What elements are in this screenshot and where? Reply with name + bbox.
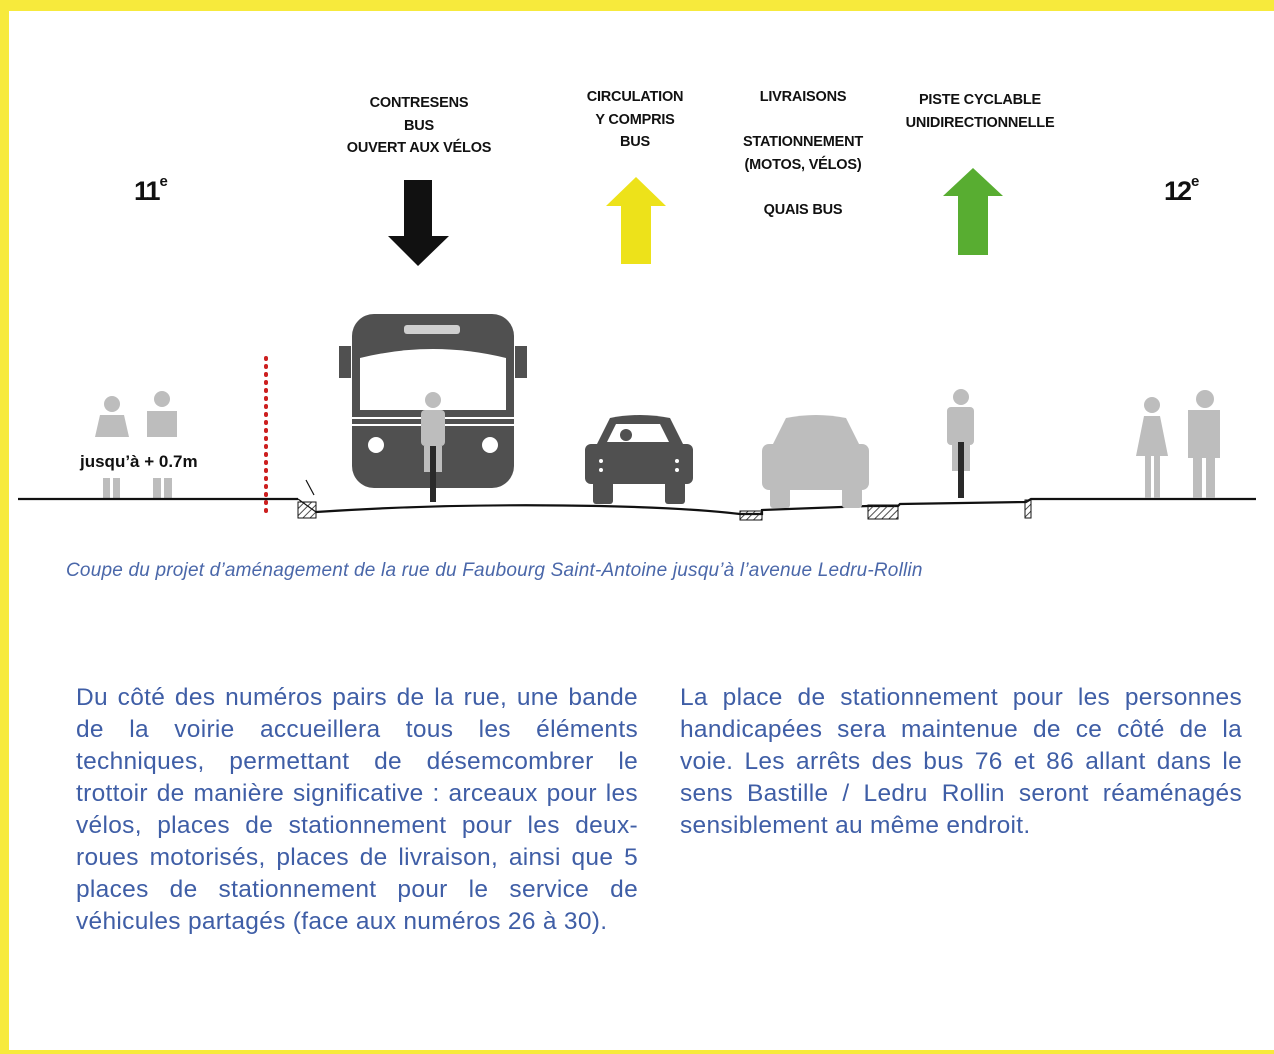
- district-11-number: 11: [134, 176, 161, 206]
- paragraph-left: Du côté des numéros pairs de la rue, une…: [76, 684, 638, 935]
- cyclist-icon: [947, 389, 974, 498]
- label-livraisons: LIVRAISONS STATIONNEMENT (MOTOS, VÉLOS) …: [742, 89, 864, 218]
- frame-bottom-border: [0, 1050, 1274, 1054]
- curb: [739, 510, 763, 521]
- arrow-down-icon: [388, 180, 449, 266]
- label-contresens: CONTRESENS BUS OUVERT AUX VÉLOS: [346, 95, 492, 156]
- pedestrian-icon: [1188, 390, 1220, 498]
- pedestrian-icon: [95, 396, 129, 498]
- bike-arrow-up-icon: [943, 168, 1003, 255]
- cyclist-icon: [421, 392, 445, 502]
- pedestrian-icon: [147, 391, 177, 498]
- parked-car-icon: [762, 415, 869, 508]
- figure-caption: Coupe du projet d’aménagement de la rue …: [66, 560, 923, 581]
- label-circulation: CIRCULATION Y COMPRIS BUS: [586, 89, 684, 150]
- ground-line: [18, 497, 1256, 516]
- car-icon: [585, 415, 693, 504]
- curb: [297, 501, 317, 519]
- paragraph-right: La place de stationnement pour les perso…: [680, 684, 1242, 839]
- pedestrian-icon: [1136, 397, 1168, 498]
- street-cross-section: [18, 168, 1256, 521]
- district-12: 12e: [1164, 173, 1200, 207]
- district-12-suffix: e: [1191, 173, 1200, 190]
- curb: [1024, 499, 1032, 519]
- label-piste-cyclable: PISTE CYCLABLE UNIDIRECTIONNELLE: [905, 92, 1055, 131]
- height-note: jusqu’à + 0.7m: [80, 452, 198, 471]
- frame-top-border: [0, 0, 1274, 11]
- district-11: 11e: [134, 173, 168, 207]
- frame-left-border: [0, 0, 9, 1054]
- district-12-number: 12: [1164, 176, 1192, 206]
- arrow-up-icon: [606, 177, 666, 264]
- curb: [867, 504, 899, 520]
- district-11-suffix: e: [159, 173, 168, 190]
